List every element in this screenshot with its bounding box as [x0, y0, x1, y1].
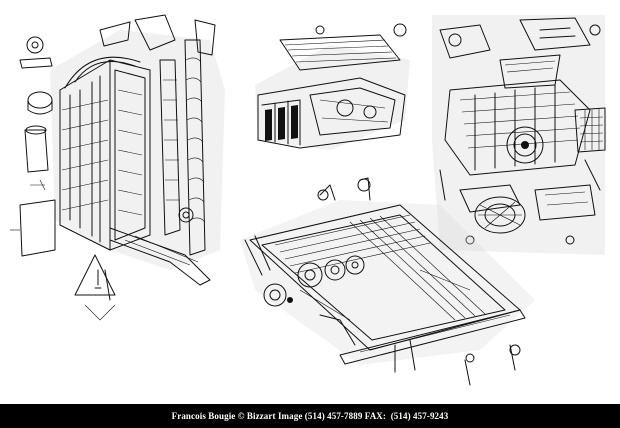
vertical-machine-assembly [10, 14, 225, 321]
credit-text: Francois Bougie © Bizzart Image (514) 45… [171, 411, 449, 421]
roller-assembly [255, 23, 410, 150]
drum-engine-assembly [432, 15, 606, 255]
credit-footer-bar: Francois Bougie © Bizzart Image (514) 45… [0, 404, 620, 428]
technical-illustration-sheet [10, 14, 606, 386]
bed-frame-assembly [240, 177, 535, 386]
